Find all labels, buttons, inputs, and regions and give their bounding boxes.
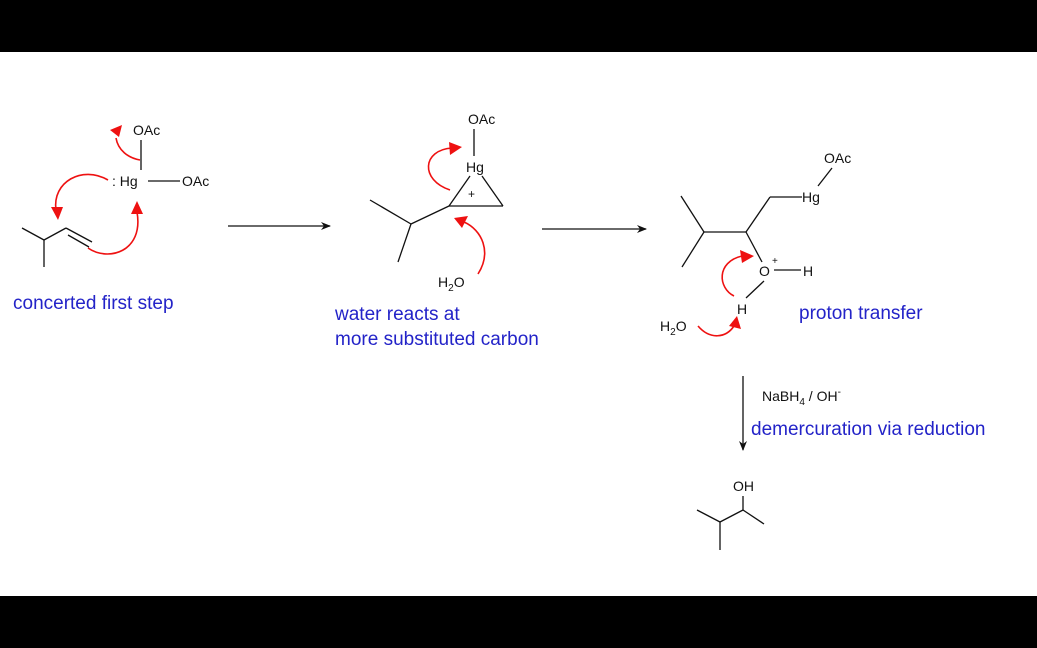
curved-arrow	[697, 325, 735, 337]
step1-structure: OAc : Hg OAc	[21, 122, 209, 267]
c-o-bond	[745, 231, 763, 263]
water-label: H2O	[660, 318, 687, 338]
step2-caption-line1: water reacts at	[335, 304, 460, 325]
curved-arrow	[721, 255, 743, 297]
step1-bond	[21, 227, 45, 241]
hg-label: : Hg	[112, 173, 138, 189]
curved-arrow	[87, 211, 139, 255]
oac-label: OAc	[182, 173, 209, 189]
letterbox-bottom	[0, 596, 1037, 648]
arrow-head	[449, 142, 462, 155]
hg-label: Hg	[466, 159, 484, 175]
reagent-label: NaBH4 / OH-	[762, 387, 841, 408]
oh-label: OH	[733, 478, 754, 494]
chain-bond	[397, 223, 412, 263]
chain-bond	[680, 195, 705, 233]
product-structure: OH	[696, 478, 765, 550]
step3-caption: proton transfer	[799, 303, 923, 324]
chain-bond	[696, 509, 721, 523]
oac-label: OAc	[133, 122, 160, 138]
chain-bond	[745, 196, 771, 233]
arrow-head	[131, 201, 143, 214]
chain-bond	[681, 231, 705, 268]
hydrogen-label: H	[737, 301, 747, 317]
mechanism-canvas	[0, 52, 1037, 596]
plus-charge: +	[772, 256, 778, 267]
arrow-head	[454, 216, 468, 228]
ring-bond	[448, 175, 471, 207]
ring-bond	[481, 175, 504, 207]
chain-bond	[369, 199, 412, 225]
step1-double-bond	[65, 227, 93, 243]
step4-caption: demercuration via reduction	[751, 419, 986, 440]
letterbox-top	[0, 0, 1037, 52]
arrow-head	[729, 316, 741, 329]
o-h-bond	[745, 280, 765, 299]
arrow-head	[51, 207, 63, 220]
oac-label: OAc	[468, 111, 495, 127]
plus-charge: +	[468, 187, 475, 201]
step3-structure: OAc Hg O + H H H2O	[660, 150, 851, 338]
hg-o-bond	[817, 167, 833, 187]
hydrogen-label: H	[803, 263, 813, 279]
arrow-head	[740, 250, 754, 263]
step1-double-bond	[67, 234, 90, 248]
curved-arrow	[54, 173, 109, 211]
oxygen-label: O	[759, 263, 770, 279]
water-label: H2O	[438, 274, 465, 294]
step1-bond	[43, 227, 67, 241]
hg-label: Hg	[802, 189, 820, 205]
curved-arrow	[463, 221, 486, 275]
chain-bond	[742, 509, 765, 525]
chain-bond	[719, 509, 744, 523]
arrow-head	[110, 125, 122, 137]
curved-arrow	[115, 137, 141, 161]
step1-caption: concerted first step	[13, 293, 174, 314]
chain-bond	[410, 205, 450, 225]
curved-arrow	[427, 147, 453, 191]
step2-structure: OAc Hg + H2O	[369, 111, 504, 294]
oac-label: OAc	[824, 150, 851, 166]
step2-caption-line2: more substituted carbon	[335, 329, 539, 350]
